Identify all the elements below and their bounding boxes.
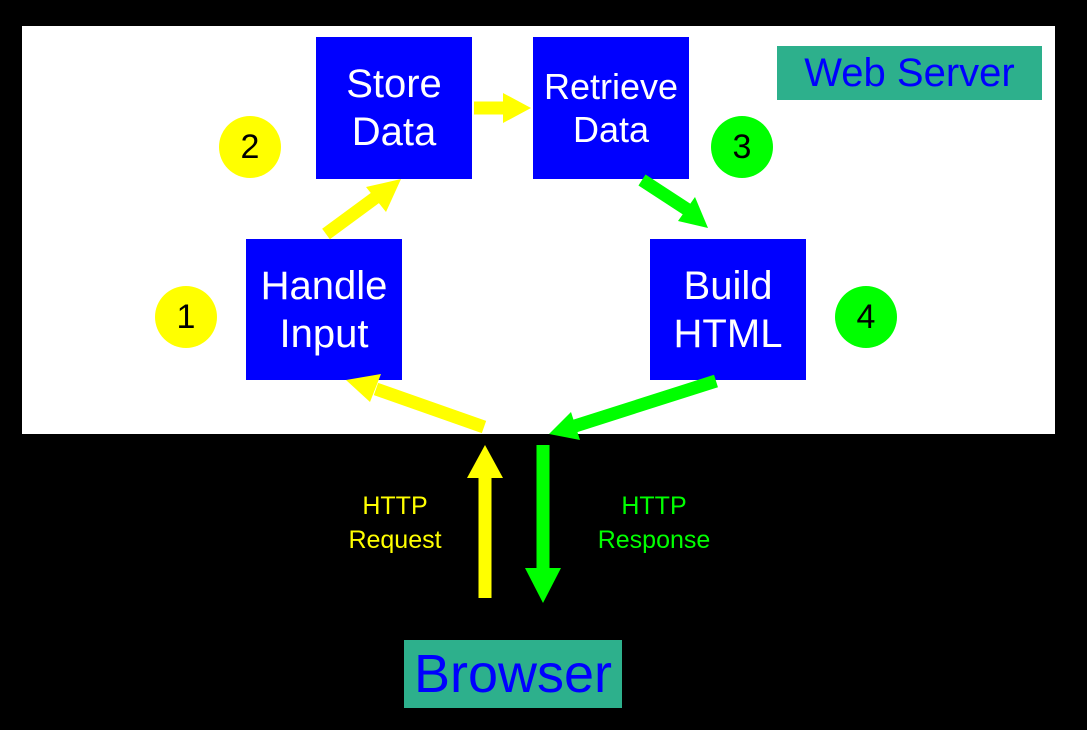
arrow-store-to-retrieve (474, 93, 531, 123)
http-request-line1: HTTP (362, 492, 428, 520)
arrow-http-request-up (467, 445, 503, 598)
step-build-html-line2: HTML (673, 311, 783, 356)
arrow-handle-to-store (322, 179, 401, 240)
arrow-request-to-handle (346, 374, 487, 434)
step-retrieve-data-line2: Data (572, 109, 650, 150)
arrow-http-response-down (525, 445, 561, 603)
step-number-badge-4: 4 (835, 286, 897, 348)
step-store-data-box: Store Data (316, 37, 472, 179)
step-number-badge-2: 2 (219, 116, 281, 178)
arrow-retrieve-to-build (638, 174, 708, 228)
http-response-line2: Response (597, 525, 711, 554)
step-build-html-line1: Build (683, 263, 773, 308)
step-number-badge-3: 3 (711, 116, 773, 178)
step-number-3: 3 (732, 127, 752, 166)
web-server-label: Web Server (777, 46, 1042, 100)
step-store-data-line1: Store (346, 62, 442, 106)
step-number-4: 4 (856, 297, 876, 336)
http-response-line1: HTTP (621, 492, 687, 520)
step-retrieve-data-box: Retrieve Data (533, 37, 689, 179)
http-response-label: HTTP Response (575, 490, 733, 558)
http-request-label: HTTP Request (320, 490, 470, 558)
browser-label: Browser (404, 640, 622, 708)
arrow-build-to-response (549, 374, 718, 440)
step-retrieve-data-line1: Retrieve (543, 65, 679, 107)
http-request-line2: Request (348, 525, 442, 554)
step-number-2: 2 (240, 127, 260, 166)
web-server-label-text: Web Server (804, 50, 1015, 95)
step-build-html-box: Build HTML (650, 239, 806, 380)
step-handle-input-box: Handle Input (246, 239, 402, 380)
browser-label-text: Browser (413, 644, 613, 704)
step-store-data-line2: Data (351, 110, 437, 154)
step-number-1: 1 (176, 297, 196, 336)
step-number-badge-1: 1 (155, 286, 217, 348)
step-handle-input-line2: Input (279, 311, 369, 356)
step-handle-input-line1: Handle (260, 263, 388, 308)
